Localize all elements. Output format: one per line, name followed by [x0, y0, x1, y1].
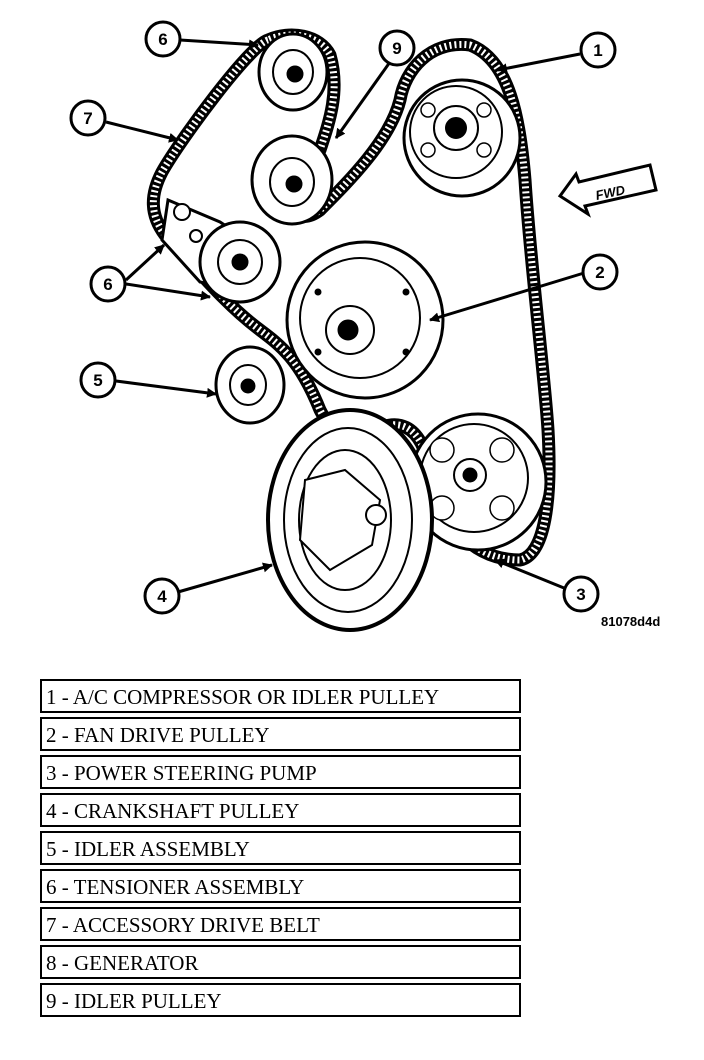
- legend-row-4: 4 - CRANKSHAFT PULLEY: [40, 793, 521, 827]
- legend-row-7: 7 - ACCESSORY DRIVE BELT: [40, 907, 521, 941]
- callout-9: 9: [378, 29, 416, 67]
- callout-leaders: [105, 38, 585, 594]
- callout-5: 5: [79, 361, 117, 399]
- callout-3: 3: [562, 575, 600, 613]
- legend-row-2: 2 - FAN DRIVE PULLEY: [40, 717, 521, 751]
- generator-pulley: [257, 32, 329, 112]
- callout-6-middle: 6: [89, 265, 127, 303]
- legend-row-3: 3 - POWER STEERING PUMP: [40, 755, 521, 789]
- svg-text:9: 9: [392, 39, 401, 58]
- svg-text:1: 1: [593, 41, 602, 60]
- crankshaft-pulley: [266, 408, 434, 632]
- idler-pulley: [250, 134, 334, 226]
- svg-text:5: 5: [93, 371, 102, 390]
- svg-text:7: 7: [83, 109, 92, 128]
- svg-text:2: 2: [595, 263, 604, 282]
- legend-row-5: 5 - IDLER ASSEMBLY: [40, 831, 521, 865]
- callout-4: 4: [143, 577, 181, 615]
- fwd-arrow-icon: FWD: [557, 163, 658, 218]
- belt-routing-diagram: FWD 1 2 3 4 5 6 6: [69, 20, 658, 632]
- figure-reference-code: 81078d4d: [601, 614, 661, 629]
- tensioner-assembly: [160, 197, 282, 304]
- fan-drive-pulley: [285, 240, 445, 400]
- idler-assembly: [214, 345, 286, 425]
- fwd-label: FWD: [594, 182, 627, 203]
- svg-text:4: 4: [157, 587, 167, 606]
- svg-text:6: 6: [158, 30, 167, 49]
- legend-row-6: 6 - TENSIONER ASSEMBLY: [40, 869, 521, 903]
- callout-2: 2: [581, 253, 619, 291]
- callout-7: 7: [69, 99, 107, 137]
- legend-table: 1 - A/C COMPRESSOR OR IDLER PULLEY 2 - F…: [40, 679, 521, 1021]
- legend-row-1: 1 - A/C COMPRESSOR OR IDLER PULLEY: [40, 679, 521, 713]
- svg-text:3: 3: [576, 585, 585, 604]
- legend-row-9: 9 - IDLER PULLEY: [40, 983, 521, 1017]
- callout-1: 1: [579, 31, 617, 69]
- ac-compressor-pulley: [402, 78, 522, 198]
- callout-6-top: 6: [144, 20, 182, 58]
- legend-row-8: 8 - GENERATOR: [40, 945, 521, 979]
- svg-text:6: 6: [103, 275, 112, 294]
